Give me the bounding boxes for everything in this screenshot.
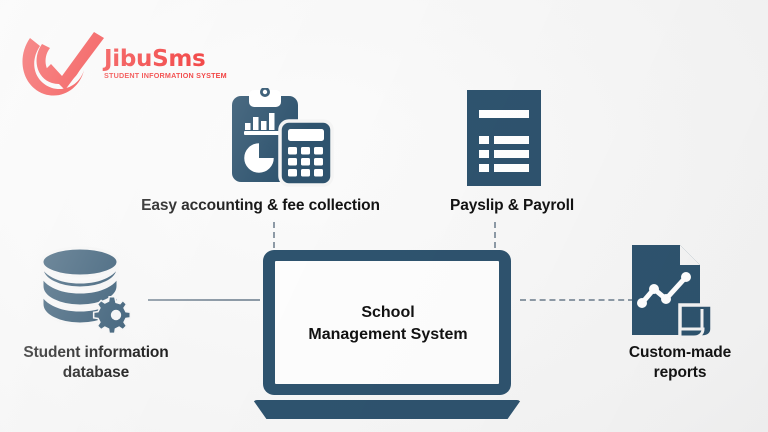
label-reports-line2: reports — [653, 363, 707, 381]
checkmark-swoosh-icon — [22, 32, 104, 96]
label-database-line1: Student information — [23, 344, 169, 361]
connector-database-to-laptop — [148, 299, 260, 301]
connector-payroll-to-laptop — [494, 222, 496, 258]
label-payroll: Payslip & Payroll — [412, 196, 612, 216]
label-reports-line1: Custom-made — [628, 344, 732, 361]
laptop-screen-label: School Management System — [288, 302, 488, 345]
database-gear-icon — [38, 246, 146, 342]
logo-brand-text: JibuSms — [104, 46, 206, 72]
label-database: Student information database — [0, 343, 192, 383]
laptop-screen — [275, 261, 499, 384]
clipboard-calculator-icon — [230, 88, 334, 188]
laptop-device — [253, 250, 521, 425]
label-reports: Custom-made reports — [592, 343, 768, 383]
laptop-lid — [263, 250, 511, 395]
label-accounting-line1: Easy accounting & fee collection — [141, 197, 380, 214]
screen-label-line2: Management System — [308, 325, 468, 343]
connector-laptop-to-reports — [520, 299, 634, 301]
label-database-line2: database — [62, 363, 130, 381]
document-list-icon — [463, 88, 545, 188]
laptop-base — [253, 400, 521, 419]
logo-tagline-text: STUDENT INFORMATION SYSTEM — [104, 71, 227, 80]
connector-accounting-to-laptop — [273, 222, 275, 258]
label-accounting: Easy accounting & fee collection — [108, 196, 413, 216]
jibusms-logo: JibuSms STUDENT INFORMATION SYSTEM — [18, 24, 227, 104]
label-payroll-line1: Payslip & Payroll — [449, 197, 575, 214]
screen-label-line1: School — [361, 304, 415, 321]
document-chart-scroll-icon — [628, 243, 720, 343]
